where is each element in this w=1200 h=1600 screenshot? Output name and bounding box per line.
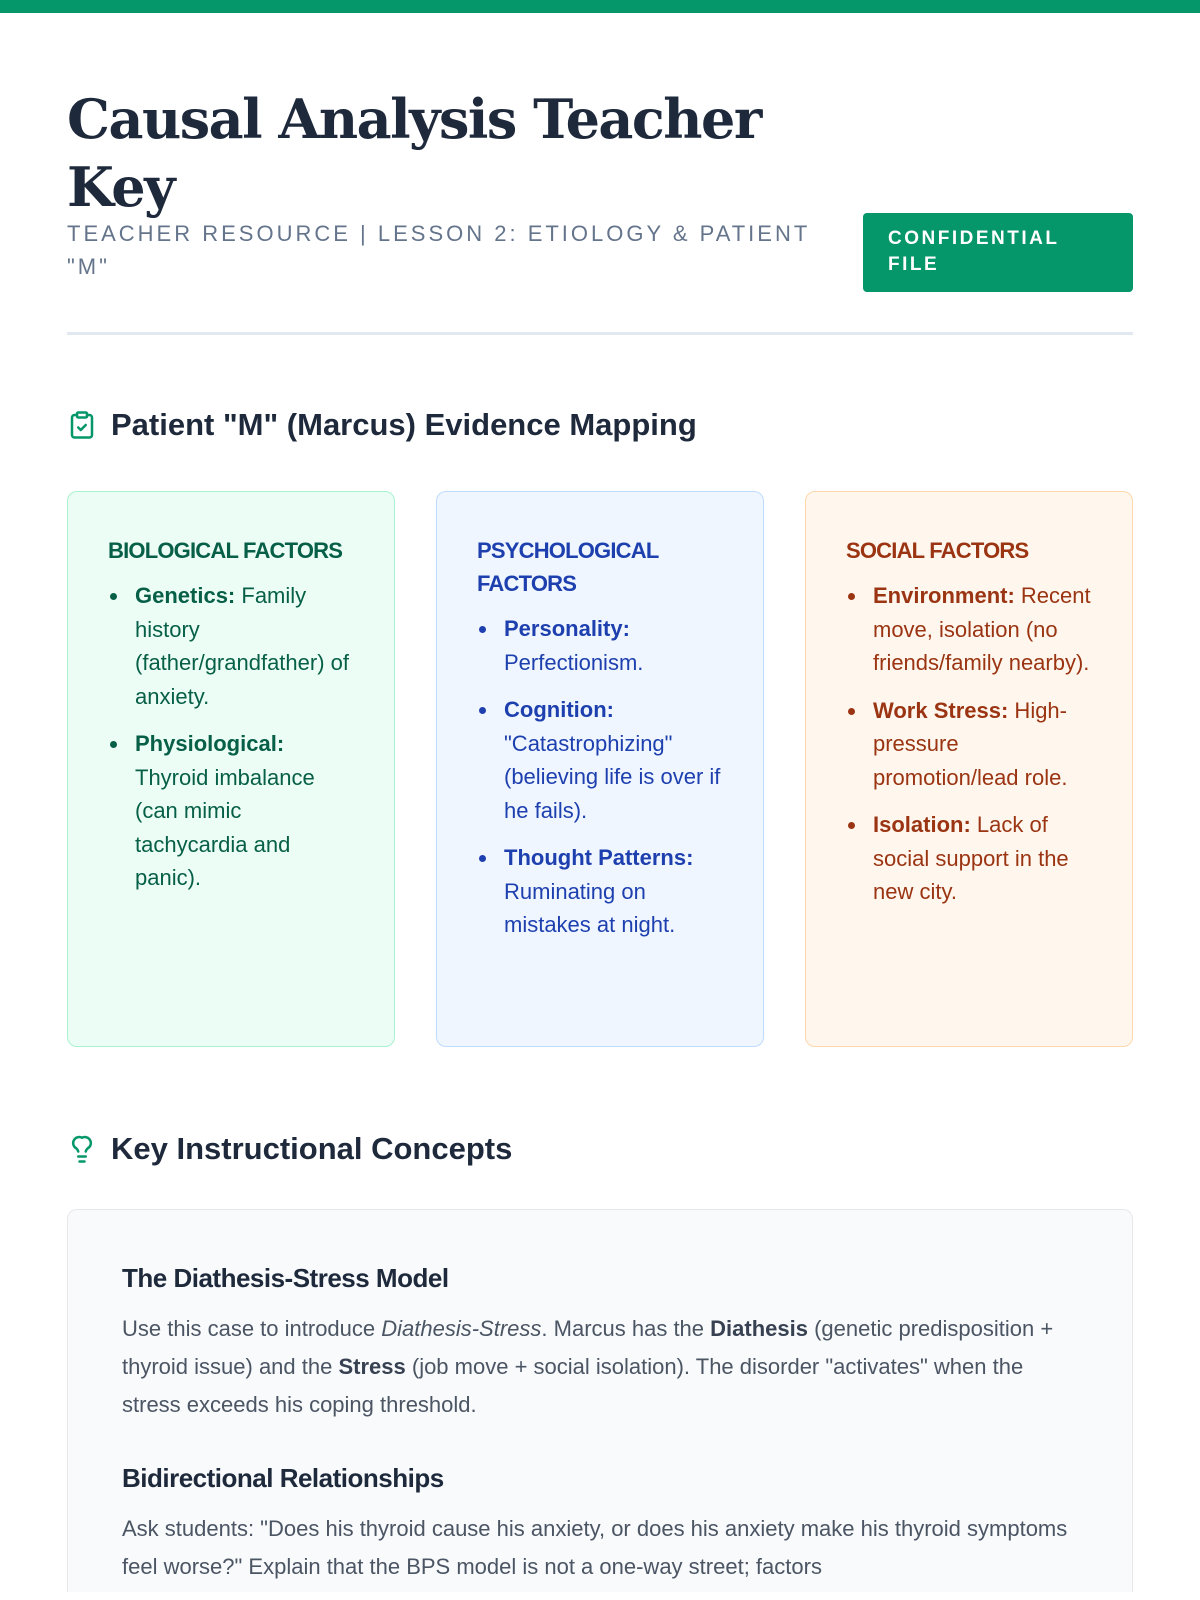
list-item: Cognition: "Catastrophizing" (believing … bbox=[477, 693, 723, 827]
list-item: Genetics: Family history (father/grandfa… bbox=[108, 579, 354, 713]
list-item: Isolation: Lack of social support in the… bbox=[846, 808, 1092, 909]
concepts-box: The Diathesis-Stress Model Use this case… bbox=[67, 1209, 1133, 1592]
card-biological: Biological Factors Genetics: Family hist… bbox=[67, 491, 395, 1047]
list-item: Physiological: Thyroid imbalance (can mi… bbox=[108, 727, 354, 895]
section-heading-evidence: Patient "M" (Marcus) Evidence Mapping bbox=[67, 407, 1133, 443]
page-header: Causal Analysis Teacher Key Teacher Reso… bbox=[67, 13, 1133, 292]
card-social: Social Factors Environment: Recent move,… bbox=[805, 491, 1133, 1047]
top-accent-bar bbox=[0, 0, 1200, 13]
card-title: Social Factors bbox=[846, 538, 1029, 563]
page-title: Causal Analysis Teacher Key bbox=[67, 87, 762, 219]
card-psychological: Psychological Factors Personality: Perfe… bbox=[436, 491, 764, 1047]
page-subtitle: Teacher Resource | Lesson 2: Etiology & … bbox=[67, 221, 810, 279]
clipboard-check-icon bbox=[70, 411, 94, 439]
card-title: Biological Factors bbox=[108, 538, 343, 563]
list-item: Thought Patterns: Ruminating on mistakes… bbox=[477, 841, 723, 942]
concept-text: Use this case to introduce Diathesis-Str… bbox=[122, 1316, 1054, 1417]
divider bbox=[67, 332, 1133, 335]
lightbulb-icon bbox=[71, 1135, 93, 1163]
confidential-badge: CONFIDENTIAL FILE bbox=[863, 213, 1133, 292]
concept-title: The Diathesis-Stress Model bbox=[122, 1263, 449, 1293]
section-title: Patient "M" (Marcus) Evidence Mapping bbox=[111, 407, 697, 442]
list-item: Environment: Recent move, isolation (no … bbox=[846, 579, 1092, 680]
list-item: Personality: Perfectionism. bbox=[477, 612, 723, 679]
list-item: Work Stress: High-pressure promotion/lea… bbox=[846, 694, 1092, 795]
card-title: Psychological Factors bbox=[477, 538, 659, 596]
section-title: Key Instructional Concepts bbox=[111, 1131, 513, 1166]
section-heading-concepts: Key Instructional Concepts bbox=[67, 1131, 1133, 1167]
concept-text: Ask students: "Does his thyroid cause hi… bbox=[122, 1516, 1068, 1579]
concept-title: Bidirectional Relationships bbox=[122, 1463, 444, 1493]
